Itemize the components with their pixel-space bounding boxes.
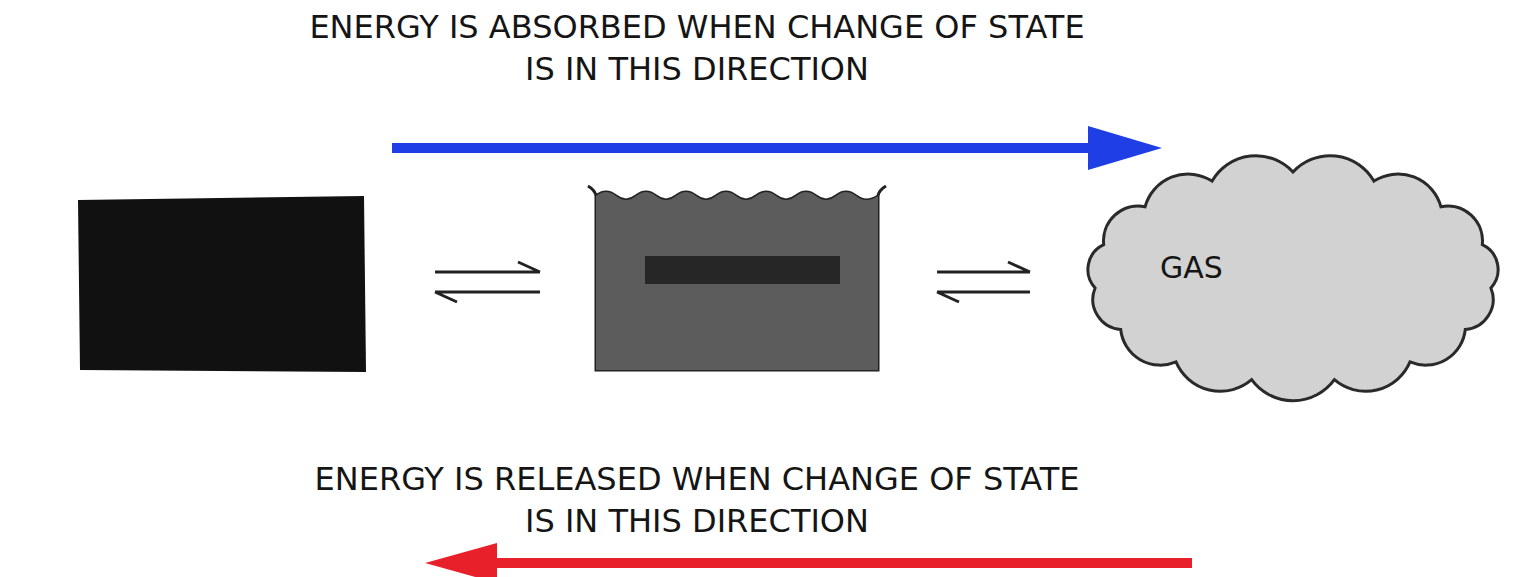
reverse-arrow	[937, 292, 1030, 302]
release-arrow-head	[425, 543, 497, 577]
forward-arrow	[937, 262, 1030, 272]
cloud-outline	[1068, 146, 1518, 408]
energy-note: ENERGY IS ABSORBED WHEN CHANGE OF STATE …	[306, 6, 1088, 90]
forward-arrow	[435, 262, 540, 272]
state-label: GAS	[1160, 250, 1223, 285]
liquid-bar	[645, 256, 840, 284]
energy-note: ENERGY IS RELEASED WHEN CHANGE OF STATE …	[312, 458, 1083, 542]
release-arrow-shaft	[488, 558, 1192, 568]
gas-cloud: GAS	[1068, 146, 1518, 408]
liquid	[596, 192, 878, 370]
beaker-outline	[588, 186, 886, 370]
absorb-arrow-head	[1088, 126, 1162, 170]
cloud-shape	[1088, 156, 1498, 401]
absorb-arrow-shaft	[392, 143, 1100, 153]
solid-block	[78, 196, 366, 372]
equilibrium-arrows	[937, 262, 1030, 302]
equilibrium-arrows	[435, 262, 540, 302]
reverse-arrow	[435, 292, 540, 302]
